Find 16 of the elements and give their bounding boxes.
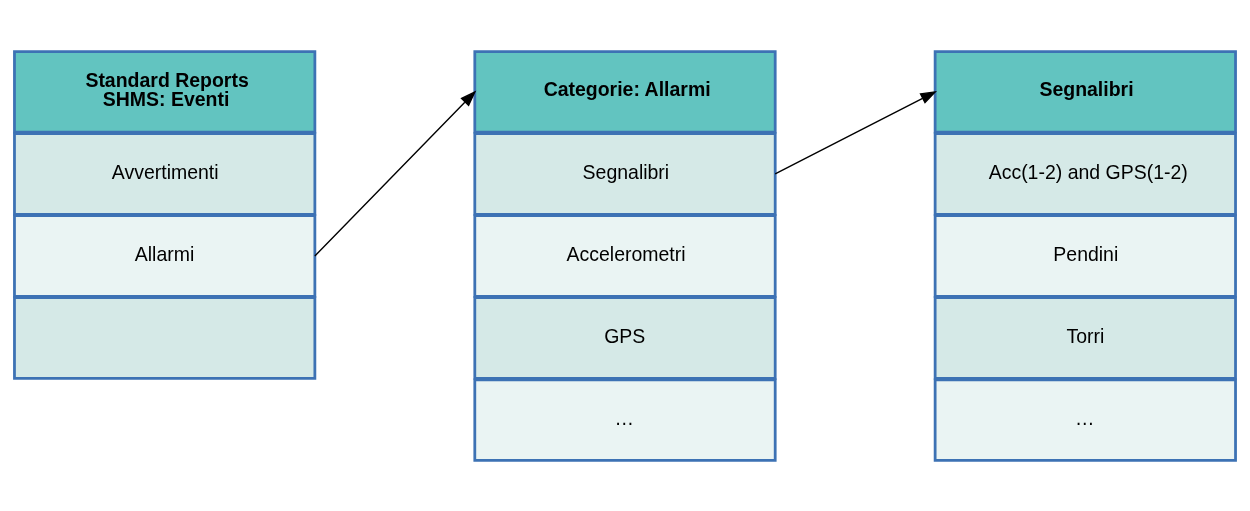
node-box: Allarmi (13, 213, 317, 298)
node-box: … (933, 377, 1237, 462)
node-box: … (473, 377, 777, 462)
node-box (13, 295, 317, 380)
node-box: Categorie: Allarmi (473, 49, 777, 134)
node-box: Standard Reports SHMS: Eventi (13, 49, 317, 134)
node-box: Pendini (933, 213, 1237, 298)
arrow (774, 90, 937, 175)
node-box: Acc(1-2) and GPS(1-2) (933, 131, 1237, 216)
node-box: Accelerometri (473, 213, 777, 298)
node-box: Avvertimenti (13, 131, 317, 216)
node-box: Torri (933, 295, 1237, 380)
arrow (314, 89, 477, 257)
node-box: GPS (473, 295, 777, 380)
node-box: Segnalibri (933, 49, 1237, 134)
node-box: Segnalibri (473, 131, 777, 216)
